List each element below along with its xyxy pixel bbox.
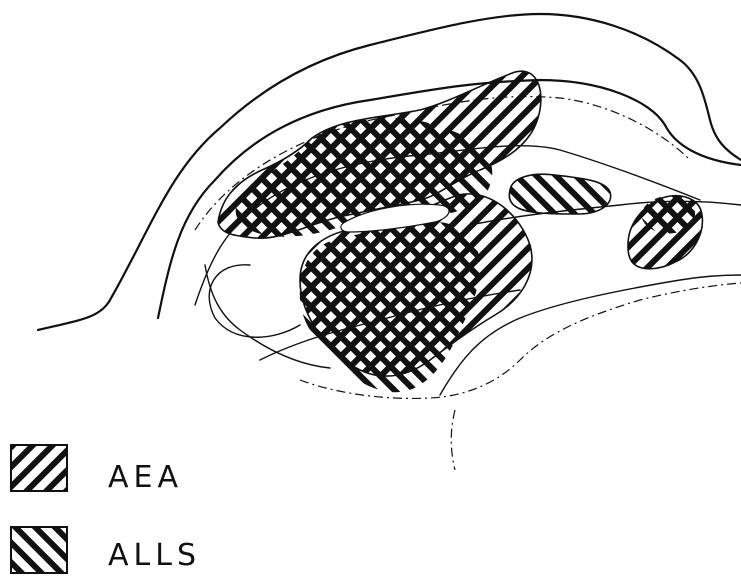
legend-swatch-aea [10, 444, 68, 492]
legend-label-alls: ALLS [108, 541, 201, 571]
alls-regions [236, 118, 695, 392]
legend-label-aea: AEA [108, 463, 183, 493]
alls-region-lower [300, 222, 480, 392]
left-loop [209, 265, 300, 337]
legend-swatch-alls [10, 526, 68, 574]
alls-region-mid-right [509, 174, 610, 214]
